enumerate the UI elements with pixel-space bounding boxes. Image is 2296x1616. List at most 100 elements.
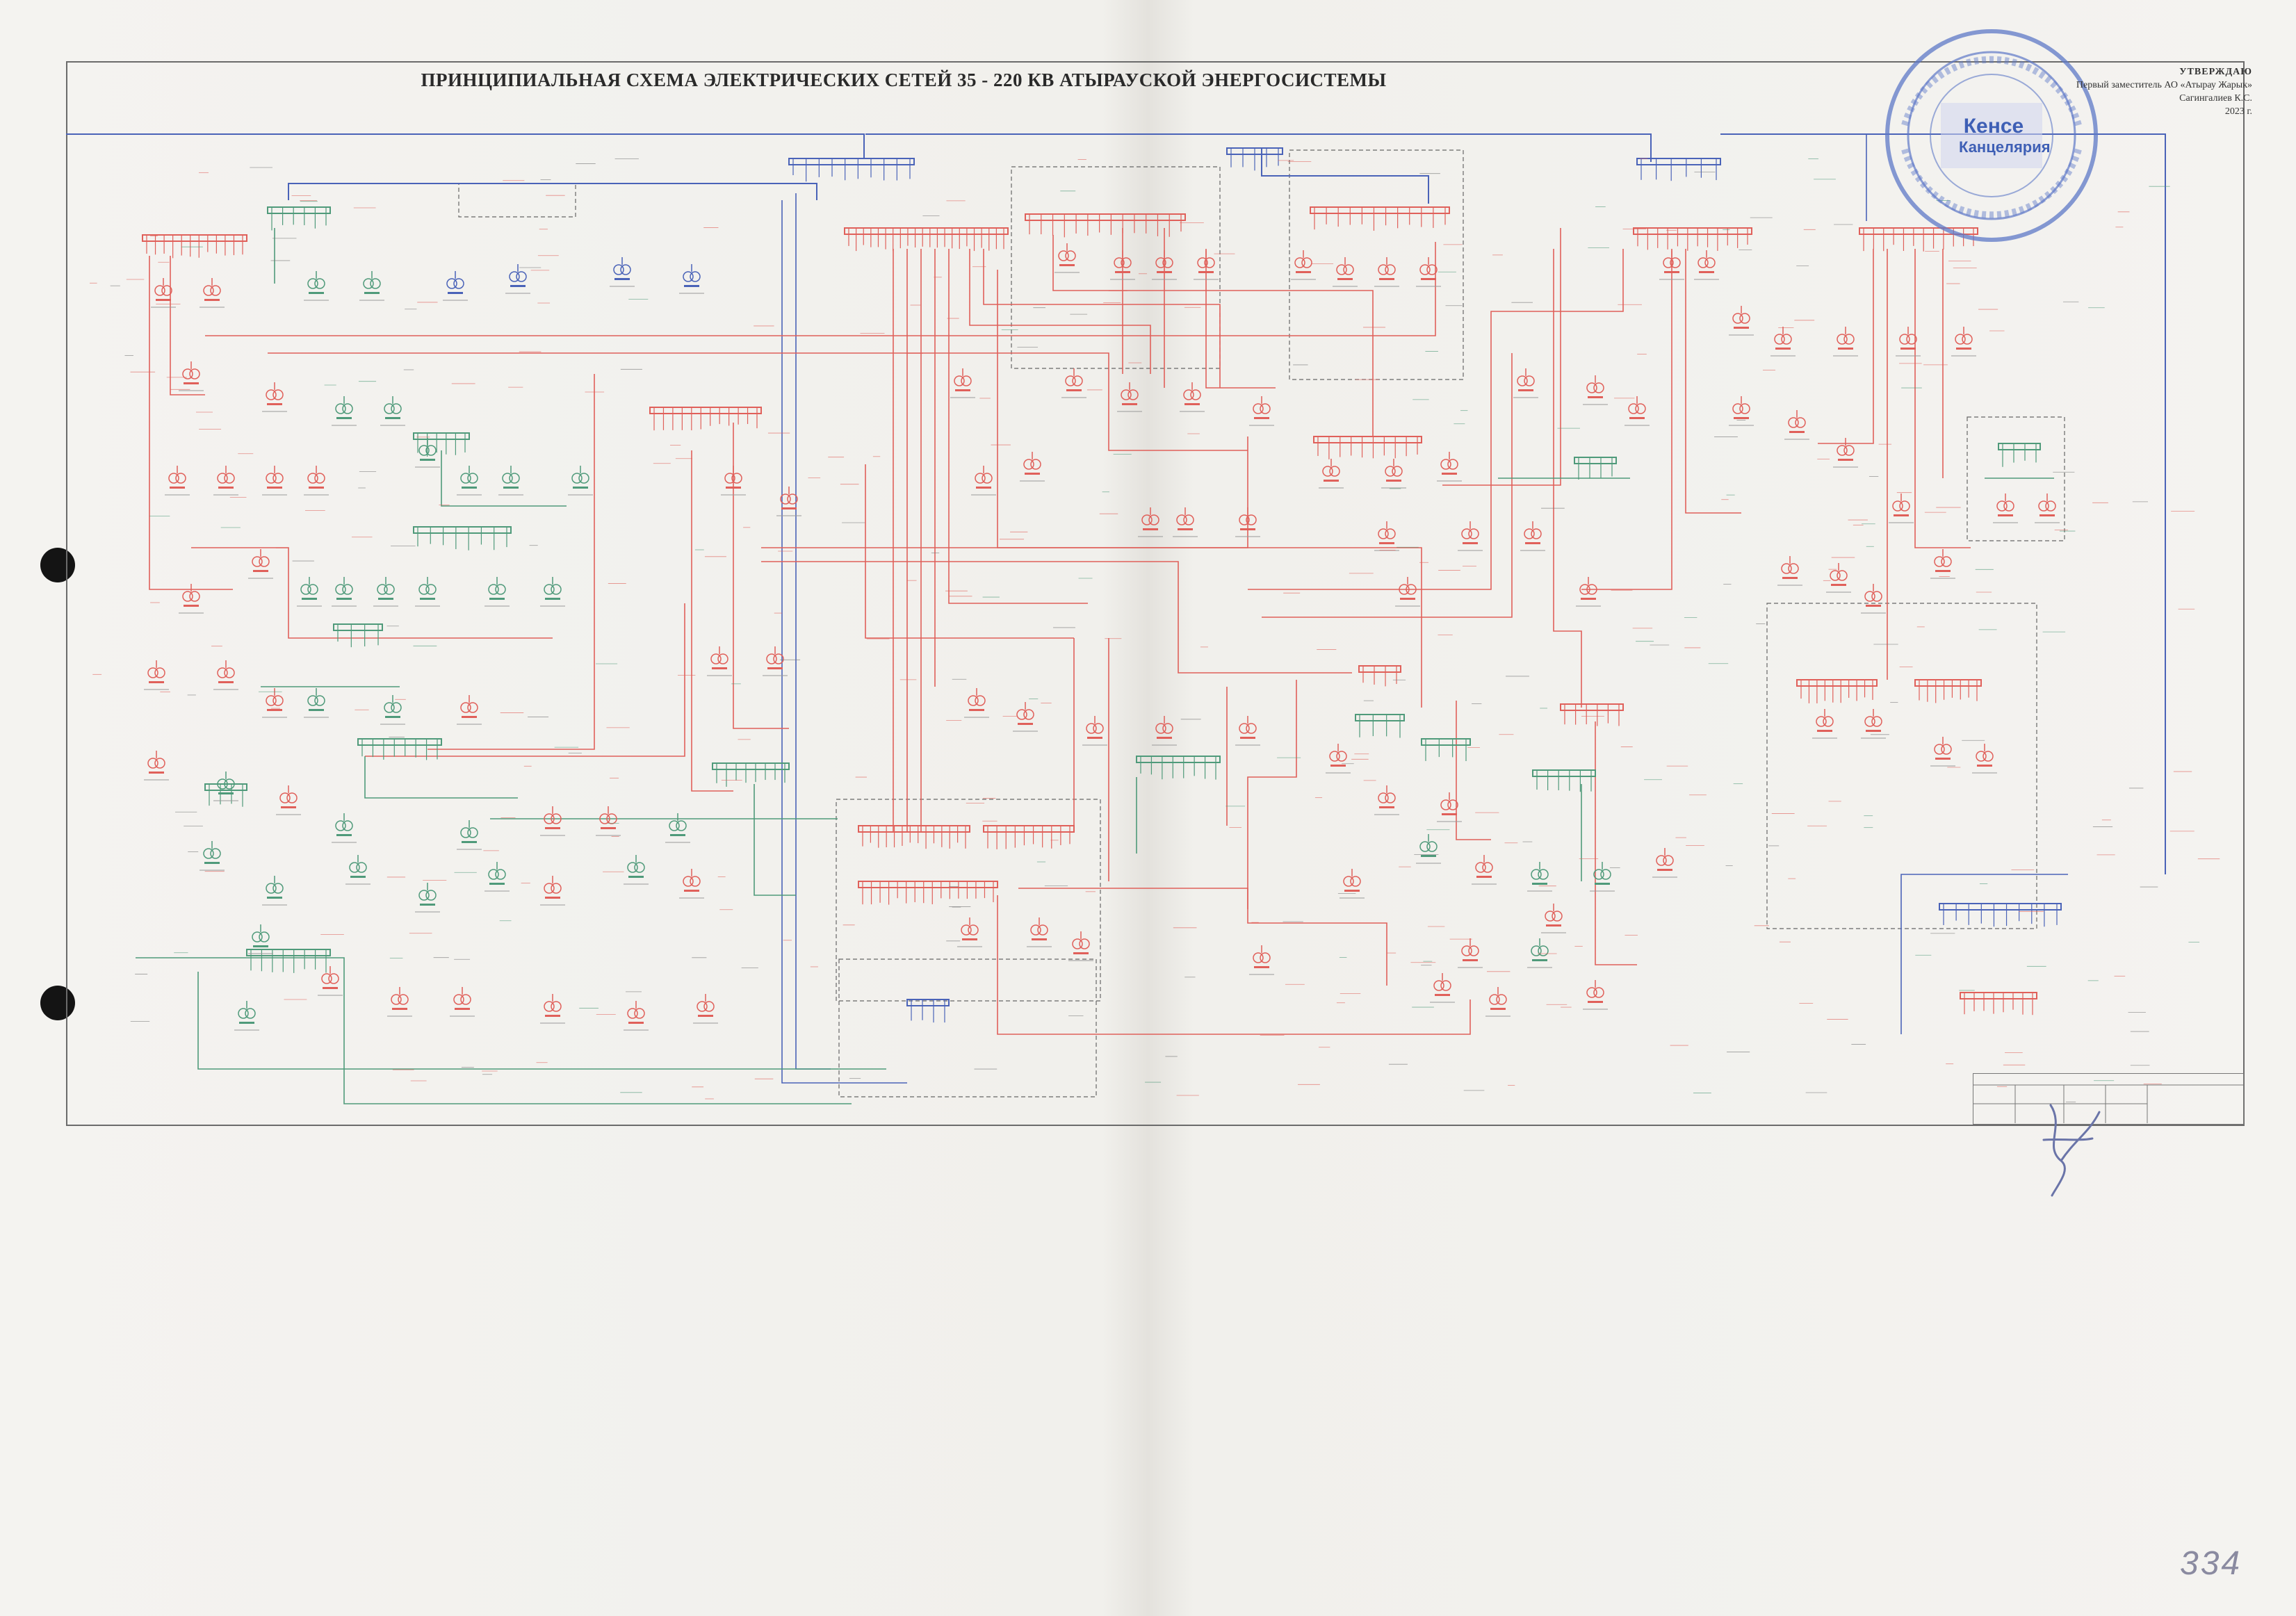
- busbar: [413, 526, 512, 534]
- transmission-line: [268, 352, 1248, 451]
- substation-bus: [1254, 966, 1269, 968]
- plant-boundary: [1289, 149, 1464, 380]
- substation-bus: [1143, 528, 1158, 530]
- transformer-icon: [1343, 876, 1354, 887]
- transformer-icon: [1023, 459, 1034, 470]
- transformer-icon: [676, 820, 687, 831]
- substation-bus: [1059, 264, 1075, 266]
- substation-bus: [267, 487, 282, 489]
- substation-bus: [573, 487, 588, 489]
- transformer-icon: [217, 778, 228, 790]
- transformer-icon: [1899, 334, 1910, 345]
- substation-bus: [378, 598, 393, 600]
- transmission-line: [865, 464, 1074, 639]
- transformer-icon: [787, 493, 798, 505]
- transformer-icon: [1739, 403, 1750, 414]
- transformer-icon: [1635, 403, 1646, 414]
- title-block-grid: [1973, 1084, 2243, 1123]
- transformer-icon: [1183, 514, 1194, 525]
- punch-hole-icon: [40, 548, 75, 582]
- transformer-icon: [1037, 924, 1048, 936]
- transformer-icon: [1475, 862, 1486, 873]
- substation-bus: [281, 806, 296, 808]
- transmission-line: [136, 957, 852, 1104]
- transformer-icon: [1600, 869, 1611, 880]
- transformer-icon: [1579, 584, 1590, 595]
- transformer-icon: [1837, 445, 1848, 456]
- transformer-icon: [1586, 584, 1597, 595]
- substation-bus: [448, 292, 463, 294]
- transformer-icon: [1843, 445, 1855, 456]
- substation-bus: [170, 487, 185, 489]
- transformer-icon: [1329, 751, 1340, 762]
- transformer-icon: [1656, 855, 1667, 866]
- transformer-icon: [1781, 563, 1792, 574]
- transmission-line: [761, 561, 1352, 674]
- transformer-icon: [384, 403, 395, 414]
- transformer-icon: [551, 883, 562, 894]
- transformer-icon: [1343, 264, 1354, 275]
- transformer-icon: [460, 827, 471, 838]
- substation-bus: [1817, 730, 1832, 732]
- busbar: [983, 825, 1075, 833]
- transformer-icon: [724, 473, 735, 484]
- busbar: [858, 881, 998, 888]
- transformer-icon: [613, 264, 624, 275]
- drawing-frame: [66, 61, 2245, 1126]
- substation-bus: [670, 834, 685, 836]
- transformer-icon: [335, 820, 346, 831]
- transformer-icon: [1830, 570, 1841, 581]
- substation-bus: [1831, 584, 1846, 586]
- substation-bus: [1664, 271, 1679, 273]
- transformer-icon: [1322, 466, 1333, 477]
- busbar: [1939, 903, 2062, 911]
- transformer-icon: [266, 389, 277, 400]
- transformer-icon: [154, 285, 165, 296]
- substation-bus: [1122, 403, 1137, 405]
- transformer-icon: [1864, 716, 1875, 727]
- busbar: [906, 999, 950, 1006]
- transformer-icon: [203, 848, 214, 859]
- transmission-line: [441, 450, 567, 507]
- transformer-icon: [690, 271, 701, 282]
- transformer-icon: [773, 653, 784, 664]
- substation-bus: [1699, 271, 1714, 273]
- substation-bus: [455, 1008, 470, 1010]
- transformer-icon: [544, 883, 555, 894]
- transformer-icon: [279, 792, 291, 803]
- substation-bus: [2039, 514, 2055, 516]
- transformer-icon: [1079, 938, 1090, 949]
- substation-bus: [1657, 869, 1672, 871]
- substation-bus: [976, 487, 991, 489]
- transformer-icon: [1496, 994, 1507, 1005]
- transformer-icon: [551, 813, 562, 824]
- transformer-icon: [1176, 514, 1187, 525]
- transformer-icon: [551, 1001, 562, 1012]
- transformer-icon: [1531, 945, 1542, 956]
- substation-bus: [1157, 737, 1172, 739]
- transformer-icon: [571, 473, 583, 484]
- transformer-icon: [516, 271, 527, 282]
- transformer-icon: [391, 702, 402, 713]
- transformer-icon: [544, 1001, 555, 1012]
- transmission-line: [1018, 888, 1387, 986]
- substation-bus: [1532, 883, 1547, 885]
- substation-bus: [309, 292, 324, 294]
- transformer-icon: [1663, 855, 1674, 866]
- transformer-icon: [502, 473, 513, 484]
- transmission-line: [288, 183, 817, 200]
- transformer-icon: [690, 876, 701, 887]
- transformer-icon: [238, 1008, 249, 1019]
- transformer-icon: [460, 994, 471, 1005]
- transformer-icon: [1023, 709, 1034, 720]
- substation-bus: [1025, 473, 1040, 475]
- transformer-icon: [1385, 792, 1396, 803]
- transformer-icon: [384, 584, 395, 595]
- busbar: [1310, 206, 1450, 214]
- busbar: [649, 407, 762, 414]
- substation-bus: [1386, 480, 1401, 482]
- transformer-icon: [1336, 264, 1347, 275]
- transformer-icon: [766, 653, 777, 664]
- transformer-icon: [1197, 257, 1208, 268]
- transformer-icon: [1399, 584, 1410, 595]
